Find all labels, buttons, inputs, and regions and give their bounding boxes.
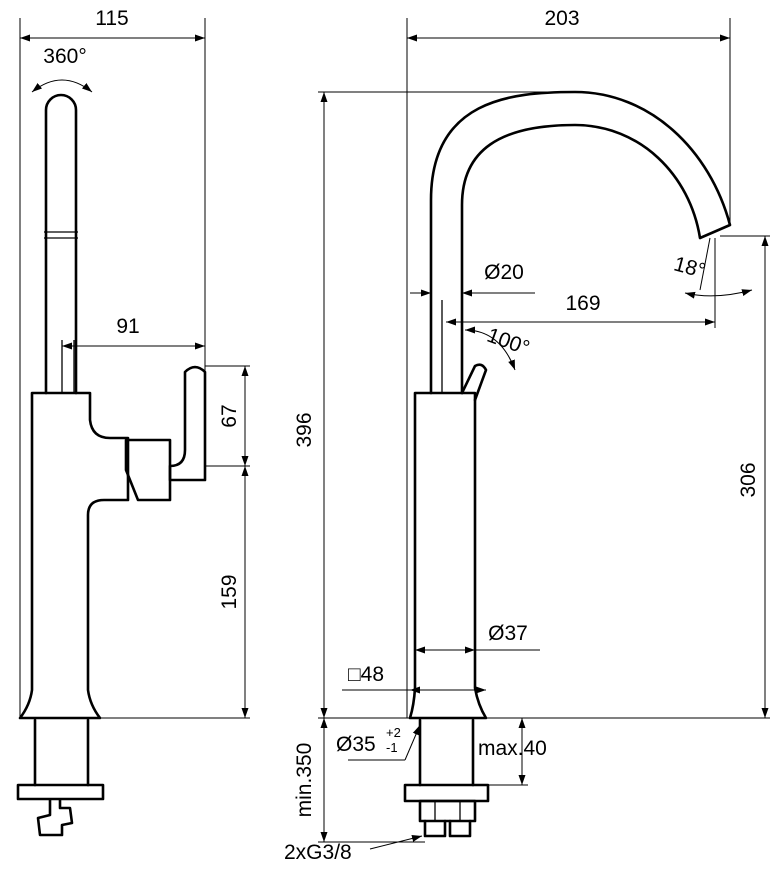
side-spout bbox=[44, 93, 78, 395]
side-spout-aerator bbox=[44, 231, 78, 239]
side-hose-fitting bbox=[36, 798, 74, 837]
front-connection-right bbox=[448, 819, 472, 838]
angle-18: 18° bbox=[671, 253, 708, 283]
front-view bbox=[403, 90, 732, 838]
dim-min350: min.350 bbox=[293, 743, 316, 818]
dim-67: 67 bbox=[218, 404, 241, 427]
front-body bbox=[408, 391, 488, 720]
angle-100: 100° bbox=[484, 324, 533, 360]
front-dimensions: 203 396 Ø20 18° 169 100° 306 Ø37 □48 bbox=[284, 7, 770, 864]
front-connection-left bbox=[423, 819, 447, 838]
front-fixing-plate bbox=[418, 799, 477, 823]
dim-306: 306 bbox=[737, 462, 760, 497]
front-spout bbox=[429, 90, 732, 395]
dim-d20: Ø20 bbox=[484, 261, 524, 284]
dim-max40: max.40 bbox=[478, 737, 547, 760]
rotation-360: 360° bbox=[43, 45, 86, 68]
dim-159: 159 bbox=[218, 574, 241, 609]
side-body bbox=[18, 391, 130, 720]
tol-lower: -1 bbox=[386, 740, 398, 755]
side-lever-block bbox=[124, 438, 172, 502]
tol-upper: +2 bbox=[386, 725, 401, 740]
side-dimensions: 115 360° 91 67 159 bbox=[19, 7, 250, 719]
dim-sq48: □48 bbox=[348, 663, 384, 686]
dim-91: 91 bbox=[116, 315, 139, 338]
dim-169: 169 bbox=[565, 292, 600, 315]
dim-396: 396 bbox=[293, 412, 316, 447]
front-shank bbox=[418, 718, 475, 787]
front-nut bbox=[403, 783, 490, 803]
dim-115: 115 bbox=[95, 7, 128, 30]
dim-d35: Ø35 bbox=[336, 733, 376, 756]
dim-203: 203 bbox=[544, 7, 579, 30]
side-lever bbox=[168, 365, 207, 482]
side-shank bbox=[33, 718, 90, 787]
connections-label: 2xG3/8 bbox=[284, 841, 352, 864]
side-nut bbox=[16, 783, 105, 801]
dim-d37: Ø37 bbox=[488, 622, 528, 645]
side-view bbox=[16, 93, 207, 837]
